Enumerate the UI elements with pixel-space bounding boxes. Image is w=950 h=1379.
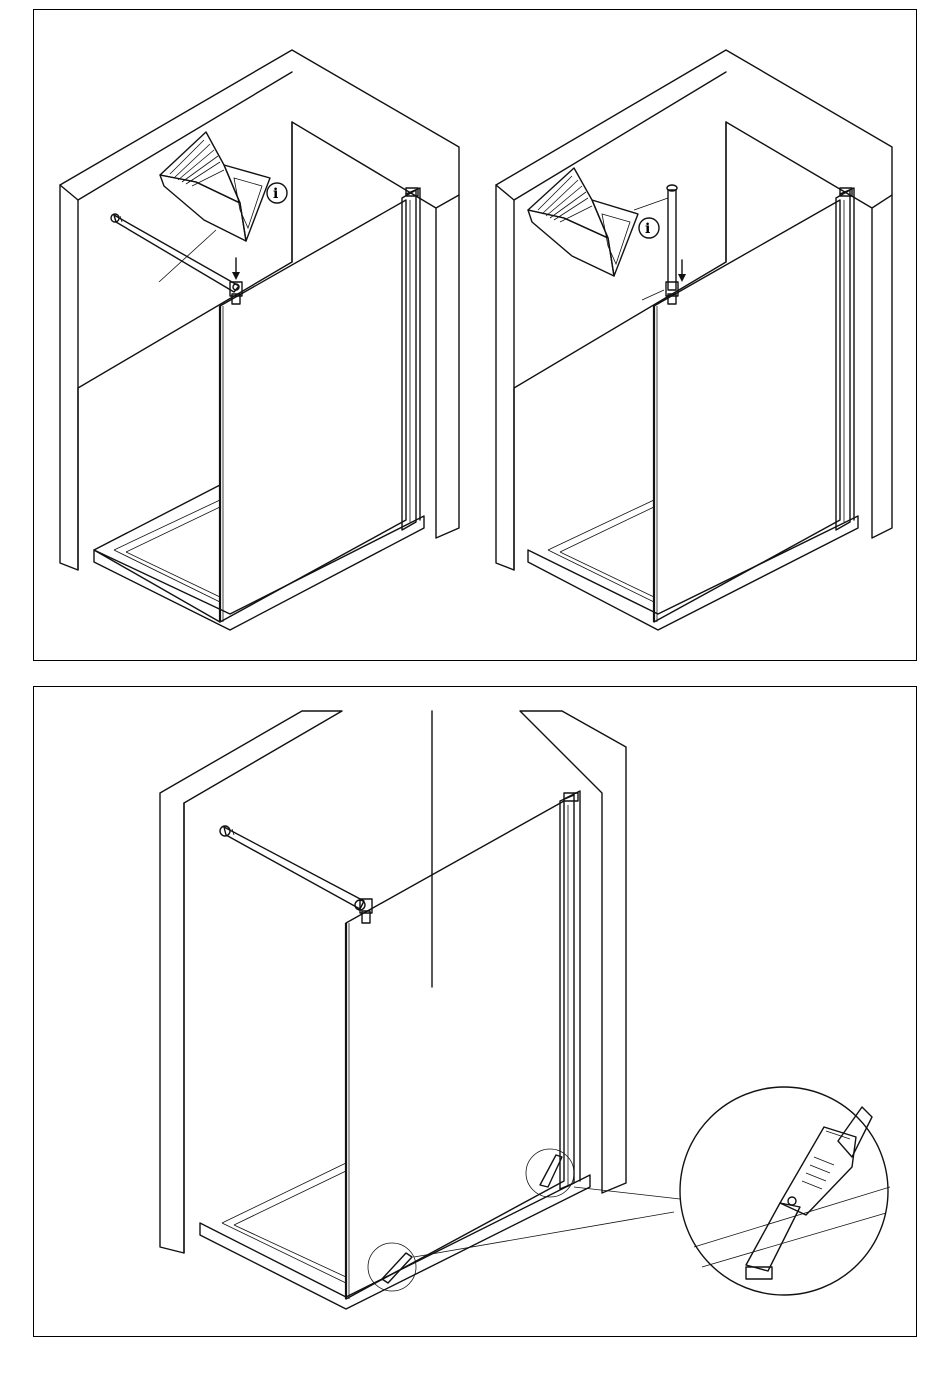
glass-panel-bottom [346, 801, 564, 1299]
wall-profile-right [836, 190, 850, 530]
info-symbol-right: i [645, 221, 650, 237]
right-wall [520, 711, 626, 1193]
shower-tray-right [528, 516, 858, 630]
bottom-panel-illustration [34, 687, 918, 1338]
scene-wall-bar: i [60, 50, 459, 630]
scene-ceiling-post: i [496, 50, 892, 630]
wall-structure [60, 50, 459, 570]
shower-tray-bottom [200, 1175, 590, 1309]
wall-profile-bottom [560, 795, 574, 1189]
top-panel-illustration: i [34, 10, 918, 662]
utility-knife-icon-small [540, 1155, 562, 1187]
top-panel: i [33, 9, 917, 661]
info-symbol: i [273, 186, 278, 202]
wall-structure-right [496, 50, 892, 570]
wall-profile [402, 190, 416, 530]
magnifier-small-left [368, 1243, 416, 1291]
bottom-panel [33, 686, 917, 1337]
magnifier-callout [680, 1087, 890, 1295]
magnifier-small-right [526, 1149, 574, 1197]
stabilizer-bar-bottom [224, 827, 364, 909]
utility-knife-icon [746, 1107, 872, 1271]
left-wall [160, 711, 342, 1253]
scene-trim-profile [160, 711, 890, 1309]
